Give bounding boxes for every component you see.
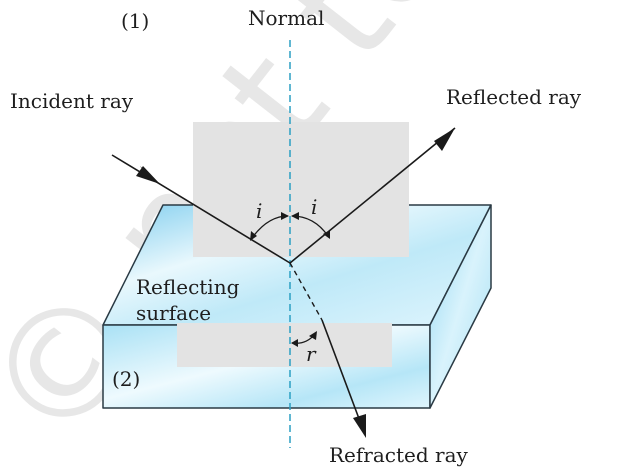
upper-gray-panel [193, 122, 409, 257]
angle-i-arc-right-head1 [291, 212, 299, 220]
label-refracted-ray: Refracted ray [329, 443, 469, 467]
label-reflected-ray: Reflected ray [446, 85, 582, 109]
slab-side-face [429, 204, 492, 409]
label-reflecting-line2: surface [136, 301, 211, 325]
label-reflecting-line1: Reflecting [136, 275, 240, 299]
label-medium-1: (1) [121, 9, 149, 33]
refracted-ray-line [321, 319, 365, 433]
reflected-arrowhead [434, 128, 455, 151]
reflected-ray-line [289, 127, 456, 264]
label-angle-r: r [306, 342, 317, 366]
angle-i-arc-left-head2 [281, 212, 289, 220]
refracted-ray-dashed [289, 262, 323, 321]
label-angle-i-left: i [256, 199, 262, 223]
angle-i-arc-right-head2 [323, 230, 330, 239]
lower-gray-panel [177, 323, 392, 367]
refracted-arrowhead [353, 414, 366, 438]
label-incident-ray: Incident ray [10, 89, 134, 113]
angle-i-arc-left-head1 [250, 231, 257, 241]
incident-arrowhead [136, 166, 160, 184]
angle-r-arc-head1 [291, 339, 298, 347]
angle-r-arc-head2 [309, 331, 317, 340]
label-medium-2: (2) [112, 367, 140, 391]
label-angle-i-right: i [311, 195, 317, 219]
label-normal: Normal [248, 6, 324, 30]
